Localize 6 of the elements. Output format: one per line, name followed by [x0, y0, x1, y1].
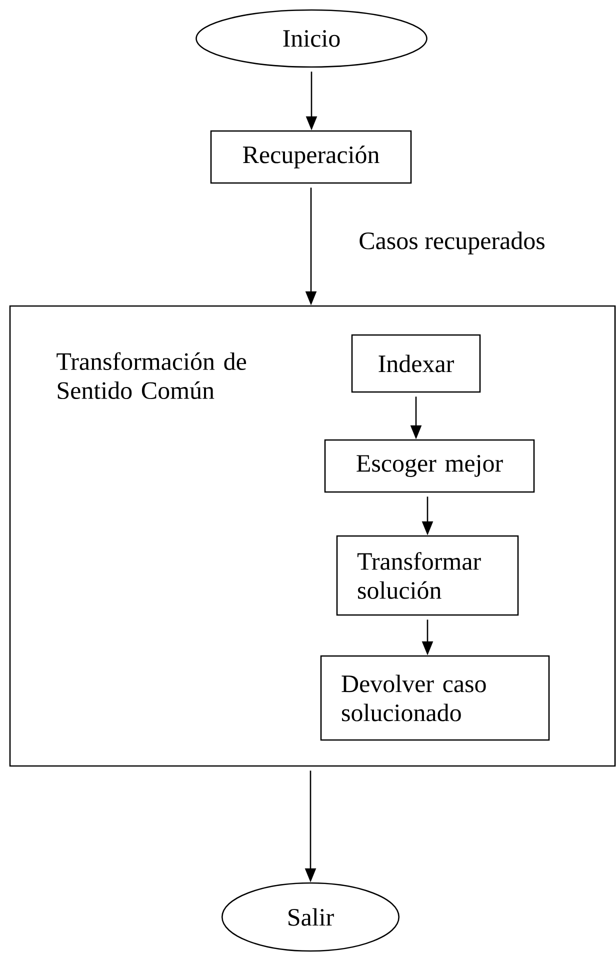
edge-label: Casos recuperados: [358, 230, 546, 256]
process-box: Recuperación: [210, 130, 412, 184]
process-box: Indexar: [351, 334, 481, 393]
process-box: Devolver caso solucionado: [320, 655, 550, 741]
process-box: Escoger mejor: [324, 439, 535, 493]
process-box: Transformar solución: [336, 535, 519, 616]
